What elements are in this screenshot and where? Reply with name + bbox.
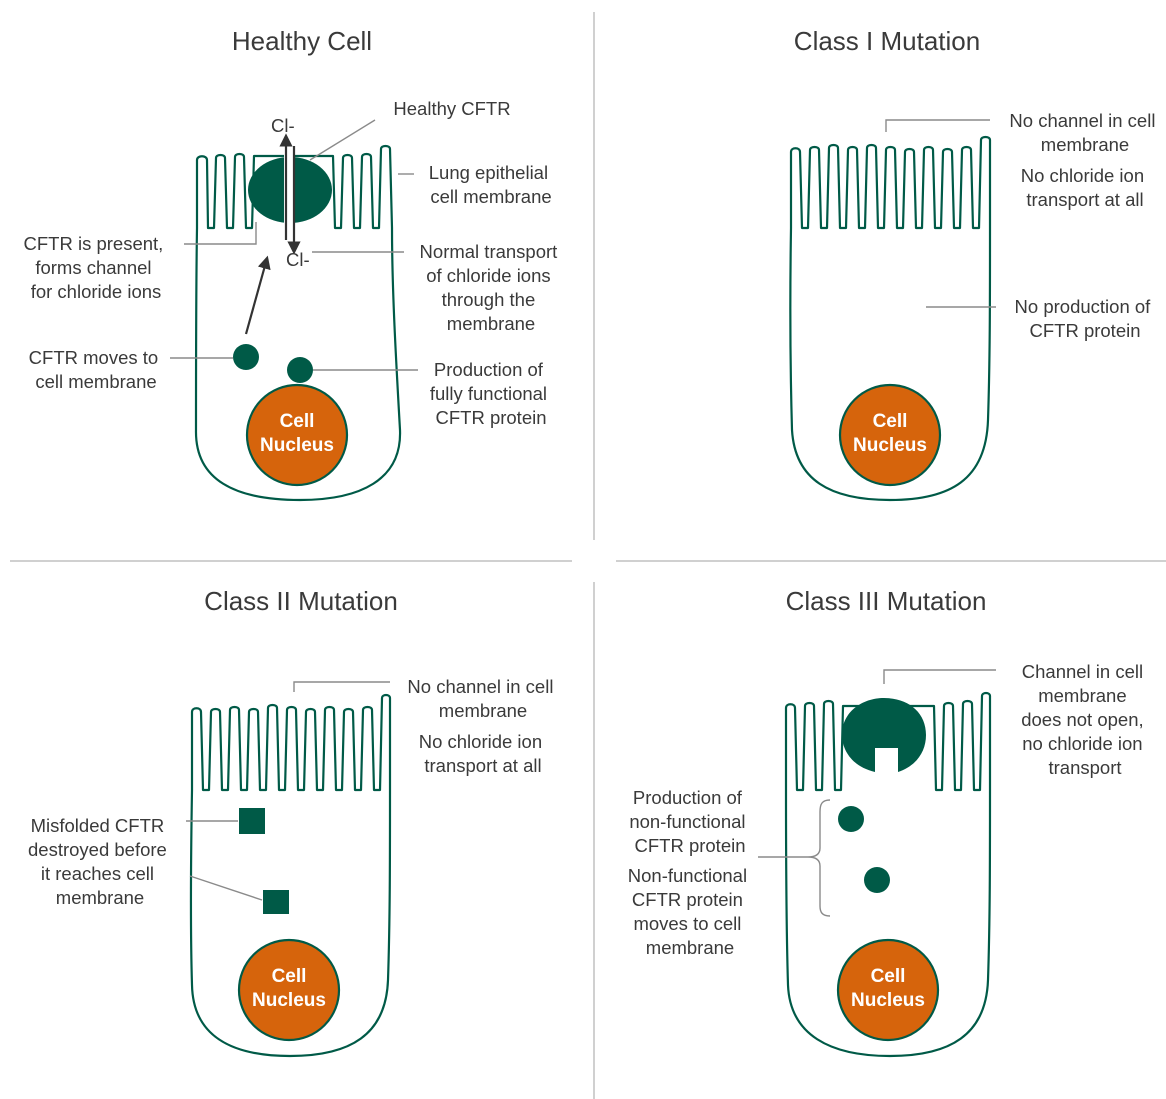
nonfunctional-cftr-dot-1 bbox=[838, 806, 864, 832]
chloride-top-label: Cl- bbox=[271, 115, 295, 136]
label-nonfunctional-production: Production of non-functional CFTR protei… bbox=[629, 787, 750, 856]
cell-nucleus bbox=[237, 938, 341, 1042]
label-no-channel: No channel in cell membrane bbox=[1009, 110, 1160, 155]
leader-channel-closed bbox=[883, 669, 996, 684]
cftr-production-dot bbox=[287, 357, 313, 383]
cell-outline bbox=[784, 691, 992, 1058]
chloride-bottom-label: Cl- bbox=[286, 249, 310, 270]
cftr-moving-dot bbox=[233, 344, 259, 370]
label-membrane: Lung epithelial cell membrane bbox=[429, 162, 553, 207]
label-moves: CFTR moves to cell membrane bbox=[29, 347, 164, 392]
cell-nucleus bbox=[836, 938, 940, 1042]
label-transport: Normal transport of chloride ions throug… bbox=[420, 241, 563, 334]
leader-no-channel bbox=[885, 119, 990, 132]
label-no-transport: No chloride ion transport at all bbox=[1021, 165, 1150, 210]
label-no-transport: No chloride ion transport at all bbox=[419, 731, 548, 776]
nucleus-label-line1: Cell bbox=[871, 966, 906, 987]
label-healthy-cftr: Healthy CFTR bbox=[393, 98, 510, 119]
label-channel-closed: Channel in cell membrane does not open, … bbox=[1021, 661, 1149, 778]
misfolded-cftr-2 bbox=[263, 890, 289, 914]
leader-misfolded-2 bbox=[189, 875, 263, 901]
nucleus-label-line1: Cell bbox=[873, 411, 908, 432]
label-no-production: No production of CFTR protein bbox=[1015, 296, 1156, 341]
panel-class-2: Class II Mutation Cell Nucleus No channe… bbox=[28, 586, 558, 1058]
panel-class-3: Class III Mutation Cell Nucleus Channel … bbox=[628, 586, 1149, 1058]
cell-outline bbox=[789, 135, 992, 502]
nucleus-label-line1: Cell bbox=[280, 411, 315, 432]
panel-title: Class II Mutation bbox=[204, 586, 398, 616]
label-present: CFTR is present, forms channel for chlor… bbox=[24, 233, 169, 302]
trafficking-arrow bbox=[244, 255, 271, 335]
cell-outline bbox=[194, 144, 402, 502]
nucleus-label-line2: Nucleus bbox=[260, 435, 334, 456]
cell-nucleus bbox=[838, 383, 942, 487]
leader-present bbox=[184, 222, 257, 245]
channel-pore bbox=[284, 150, 294, 234]
label-nonfunctional-moves: Non-functional CFTR protein moves to cel… bbox=[628, 865, 752, 958]
nonfunctional-cftr-dot-2 bbox=[864, 867, 890, 893]
panel-title: Class III Mutation bbox=[786, 586, 987, 616]
leader-healthy-cftr bbox=[309, 119, 376, 161]
panel-title: Healthy Cell bbox=[232, 26, 372, 56]
nucleus-label-line2: Nucleus bbox=[853, 435, 927, 456]
nucleus-label-line2: Nucleus bbox=[851, 990, 925, 1011]
bracket bbox=[807, 799, 831, 917]
panel-class-1: Class I Mutation Cell Nucleus No channel… bbox=[789, 26, 1160, 502]
nucleus-label-line1: Cell bbox=[272, 966, 307, 987]
label-production: Production of fully functional CFTR prot… bbox=[430, 359, 552, 428]
panel-title: Class I Mutation bbox=[794, 26, 980, 56]
label-misfolded: Misfolded CFTR destroyed before it reach… bbox=[28, 815, 172, 908]
label-no-channel: No channel in cell membrane bbox=[407, 676, 558, 721]
nucleus-label-line2: Nucleus bbox=[252, 990, 326, 1011]
leader-no-channel bbox=[293, 681, 390, 692]
cell-outline bbox=[189, 693, 392, 1058]
closed-cftr-channel bbox=[842, 698, 926, 772]
misfolded-cftr-1 bbox=[239, 808, 265, 834]
panel-healthy-cell: Healthy Cell Cl- Cl- Cell Nucleus Health… bbox=[24, 26, 563, 502]
cell-nucleus bbox=[245, 383, 349, 487]
